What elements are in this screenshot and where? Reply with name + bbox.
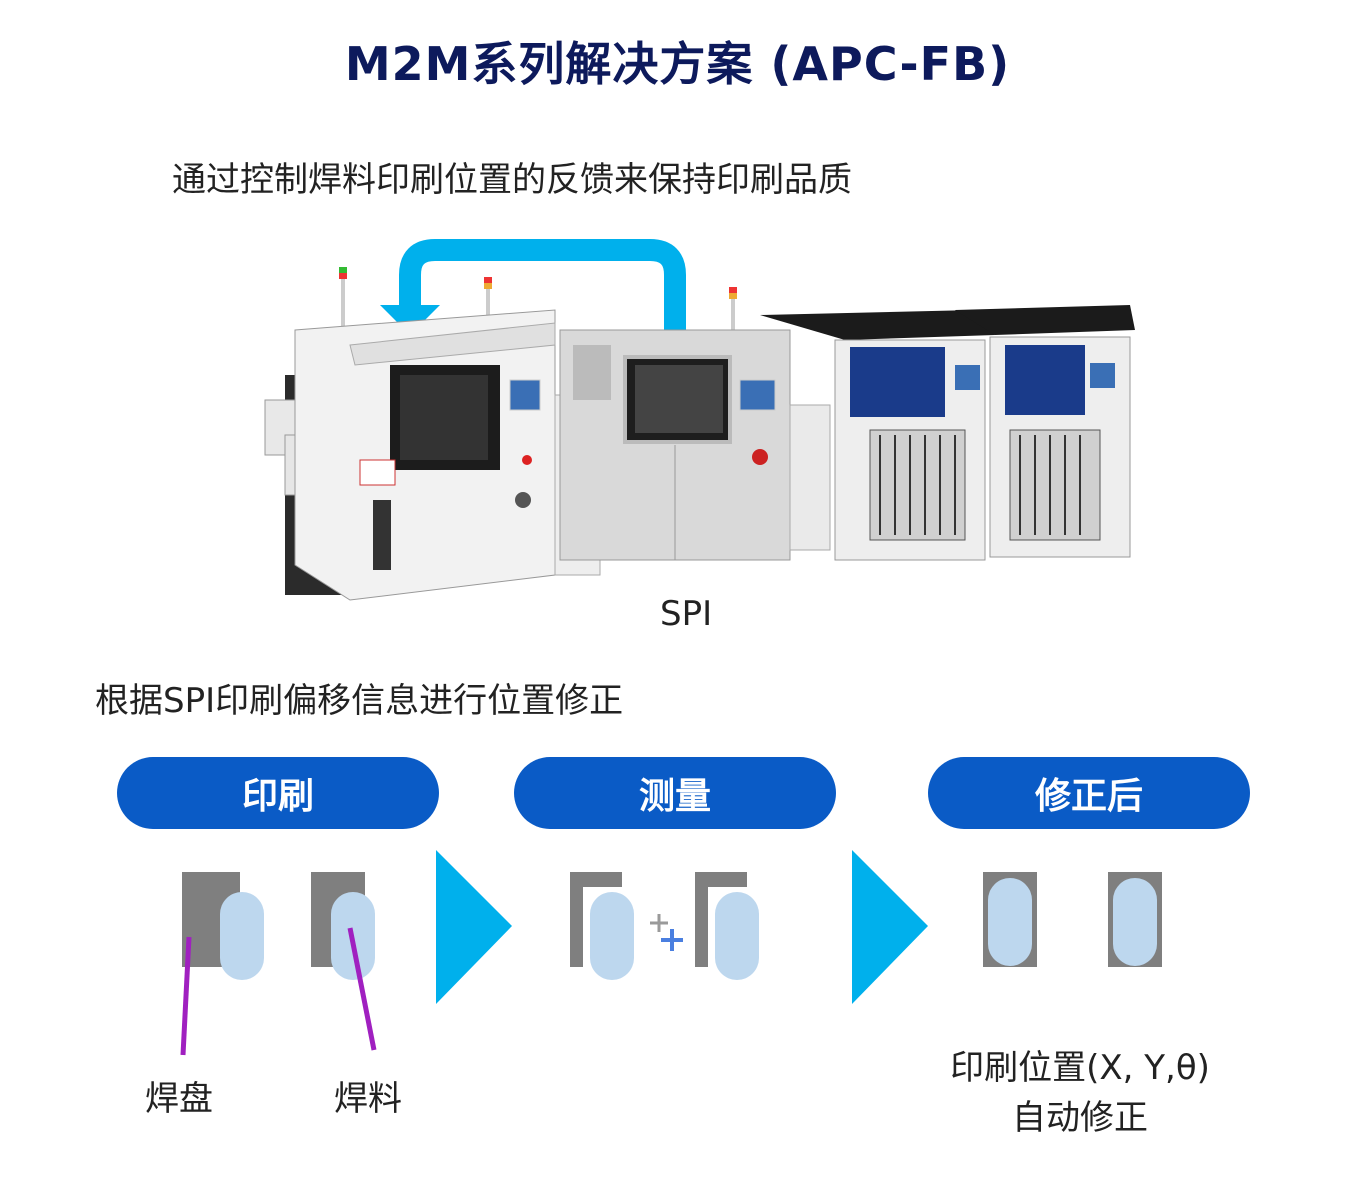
- solder-caption: 焊料: [334, 1079, 402, 1119]
- solder-center-cross-icon: [661, 929, 683, 951]
- step-print-pill: 印刷: [117, 757, 439, 829]
- step-arrow-2: [852, 850, 928, 1004]
- mounter-machine-2: [955, 305, 1135, 558]
- pad-caption: 焊盘: [145, 1079, 213, 1119]
- solder-shape: [590, 892, 634, 980]
- spi-label: SPI: [660, 594, 713, 634]
- feedback-subtitle: 通过控制焊料印刷位置的反馈来保持印刷品质: [172, 160, 852, 200]
- solder-shape: [1113, 878, 1157, 966]
- solder-shape: [715, 892, 759, 980]
- mounter-machine-1: [760, 310, 995, 561]
- solder-pointer-line: [347, 927, 377, 1051]
- correction-subtitle: 根据SPI印刷偏移信息进行位置修正: [95, 681, 624, 721]
- result-description: 印刷位置(X, Y,θ) 自动修正: [900, 1043, 1260, 1143]
- feedback-arrow-head: [380, 305, 440, 335]
- step-measure-pill: 测量: [514, 757, 836, 829]
- solder-shape: [220, 892, 264, 980]
- pad-outline: [695, 872, 747, 967]
- pad-pointer-line: [180, 936, 192, 1056]
- process-diagram: [180, 850, 1162, 1056]
- step-corrected-pill: 修正后: [928, 757, 1250, 829]
- page-title: M2M系列解决方案 (APC-FB): [344, 37, 1011, 91]
- feedback-arrow: [399, 239, 686, 330]
- spi-machine: [559, 329, 831, 561]
- result-line-1: 印刷位置(X, Y,θ): [950, 1048, 1210, 1088]
- printer-machine: [264, 309, 601, 601]
- smt-line-illustration: [264, 239, 1135, 601]
- solder-shape: [988, 878, 1032, 966]
- result-line-2: 自动修正: [1012, 1098, 1148, 1138]
- step-arrow-1: [436, 850, 512, 1004]
- pad-outline: [570, 872, 622, 967]
- pad-center-cross-icon: [650, 914, 668, 932]
